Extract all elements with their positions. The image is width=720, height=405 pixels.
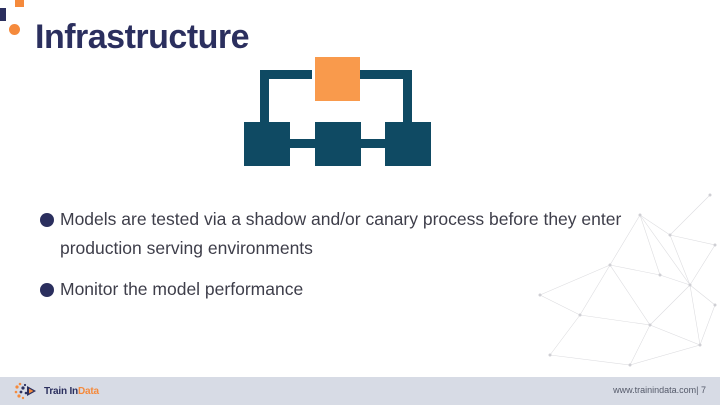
decorative-orange-square <box>15 0 24 7</box>
bullet-text: Models are tested via a shadow and/or ca… <box>60 209 622 258</box>
bullet-item: Monitor the model performance <box>40 275 680 304</box>
diagram-connector-bottom-left <box>286 139 318 148</box>
diagram-connector-top-right <box>360 70 412 79</box>
diagram-node-right <box>385 122 431 166</box>
train-in-data-logo[interactable]: Train InData <box>14 381 99 401</box>
train-in-data-logo-icon <box>14 382 36 400</box>
diagram-connector-bottom-right <box>358 139 388 148</box>
bullet-dot-icon <box>40 283 54 297</box>
logo-word-train-in: Train In <box>44 385 78 397</box>
logo-word-data: Data <box>77 385 99 397</box>
diagram-connector-left <box>260 70 269 126</box>
logo-text: Train InData <box>44 386 99 397</box>
footer-separator: | <box>696 385 699 395</box>
footer-bar: Train InData www.trainindata.com| 7 <box>0 377 720 405</box>
footer-info: www.trainindata.com| 7 <box>613 385 706 395</box>
page-number: 7 <box>700 385 706 395</box>
bullet-dot-icon <box>40 213 54 227</box>
diagram-node-center <box>315 122 361 166</box>
slide-title: Infrastructure <box>35 18 250 56</box>
bullet-list: Models are tested via a shadow and/or ca… <box>40 205 680 316</box>
decorative-orange-dot <box>9 24 20 35</box>
bullet-text: Monitor the model performance <box>60 279 304 299</box>
diagram-connector-right <box>403 70 412 126</box>
bullet-item: Models are tested via a shadow and/or ca… <box>40 205 680 263</box>
diagram-node-top <box>315 57 360 101</box>
diagram-connector-top-left <box>260 70 312 79</box>
footer-website-link[interactable]: www.trainindata.com <box>613 385 697 395</box>
diagram-node-left <box>244 122 290 166</box>
decorative-navy-square <box>0 8 6 21</box>
